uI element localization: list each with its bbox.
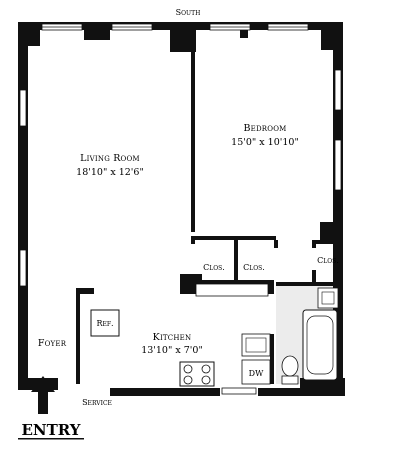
dishwasher	[241, 359, 271, 385]
refrigerator	[90, 309, 120, 337]
entry-label: ENTRY	[21, 421, 80, 439]
side-counter	[270, 334, 274, 384]
south-windows	[41, 23, 309, 31]
window-pillar	[84, 22, 110, 40]
kitchen-counter	[195, 283, 269, 297]
side-windows	[19, 69, 342, 287]
kitchen-window	[221, 387, 257, 395]
toilet	[281, 355, 299, 385]
kitchen-dims: 13'10" x 7'0"	[141, 345, 203, 356]
window-pillar	[240, 30, 248, 38]
exterior-walls	[18, 22, 345, 396]
sink-basin	[245, 337, 267, 353]
service-label: Service	[82, 398, 112, 407]
refrigerator-label: Ref.	[96, 319, 113, 328]
entry-underline	[18, 438, 84, 440]
kitchen-label: Kitchen	[153, 332, 192, 343]
bedroom-dims: 15'0" x 10'10"	[231, 137, 299, 148]
compass-south: South	[176, 8, 201, 17]
dishwasher-label: DW	[249, 369, 264, 378]
bathroom-vanity	[317, 287, 339, 309]
bathtub	[302, 309, 338, 381]
bedroom-label: Bedroom	[243, 123, 286, 134]
closet-left-label: Clos.	[203, 263, 225, 272]
entry-arrow-icon	[31, 376, 55, 414]
closet-right-label: Clos.	[317, 256, 339, 265]
stove	[179, 361, 215, 387]
closet-middle-label: Clos.	[243, 263, 265, 272]
foyer-label: Foyer	[38, 338, 67, 349]
living-room-dims: 18'10" x 12'6"	[76, 167, 144, 178]
living-room-label: Living Room	[80, 153, 140, 164]
